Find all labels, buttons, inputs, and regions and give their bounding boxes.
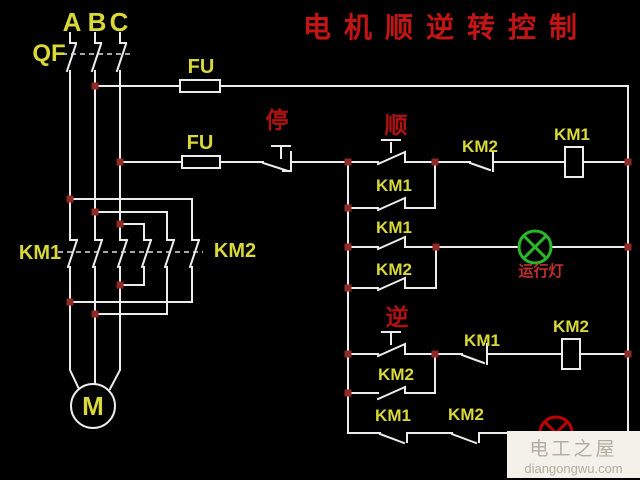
lamp-rung <box>347 235 629 292</box>
km1-interlock-label: KM1 <box>464 331 500 350</box>
km2-seal-label: KM2 <box>378 365 414 384</box>
km2-interlock-label: KM2 <box>462 137 498 156</box>
km1-coil <box>564 146 584 178</box>
km2-main-label: KM2 <box>214 240 256 262</box>
km2-interlock-contact <box>434 151 566 172</box>
junction-dots <box>66 82 632 397</box>
km2-main-contacts <box>140 198 201 315</box>
breaker-label: QF <box>32 40 65 67</box>
phase-a-label: A <box>63 7 82 37</box>
bottom-km2-label: KM2 <box>448 405 484 424</box>
page-title: 电机顺逆转控制 <box>303 12 591 43</box>
km1-main-label: KM1 <box>19 242 61 264</box>
run-lamp-icon <box>517 229 553 265</box>
lamp-km2-label: KM2 <box>376 260 412 279</box>
km2-seal-contact <box>347 353 436 401</box>
reverse-button <box>347 331 436 358</box>
motor-symbol <box>70 383 116 429</box>
reverse-button-label: 逆 <box>386 304 409 330</box>
fuse2-label: FU <box>187 132 214 154</box>
fuse1-label: FU <box>188 56 215 78</box>
forward-button-label: 顺 <box>385 112 408 138</box>
bottom-km1-label: KM1 <box>375 406 411 425</box>
km1-seal-contact <box>347 161 436 212</box>
stop-button-label: 停 <box>266 107 289 133</box>
motor-label: M <box>82 391 104 421</box>
km2-coil-label: KM2 <box>553 317 589 336</box>
forward-button <box>347 139 436 166</box>
fuse-1 <box>94 79 629 93</box>
watermark: 电工之屋 diangongwu.com <box>507 431 640 478</box>
lamp-km1-label: KM1 <box>376 218 412 237</box>
watermark-site-name: 电工之屋 <box>529 439 618 460</box>
km1-seal-label: KM1 <box>376 176 412 195</box>
fuse-2 <box>119 155 264 169</box>
km1-interlock-contact <box>434 343 563 365</box>
phase-c-label: C <box>110 7 129 37</box>
phase-supply-lines <box>65 32 129 391</box>
run-lamp-caption: 运行灯 <box>518 262 563 280</box>
watermark-site-url: diangongwu.com <box>524 461 623 476</box>
phase-b-label: B <box>88 7 107 37</box>
phase-crossover-bridges <box>69 198 193 315</box>
control-bus-left <box>347 161 381 434</box>
km1-coil-label: KM1 <box>554 125 590 144</box>
km2-coil <box>561 338 581 370</box>
stop-button <box>261 145 349 173</box>
